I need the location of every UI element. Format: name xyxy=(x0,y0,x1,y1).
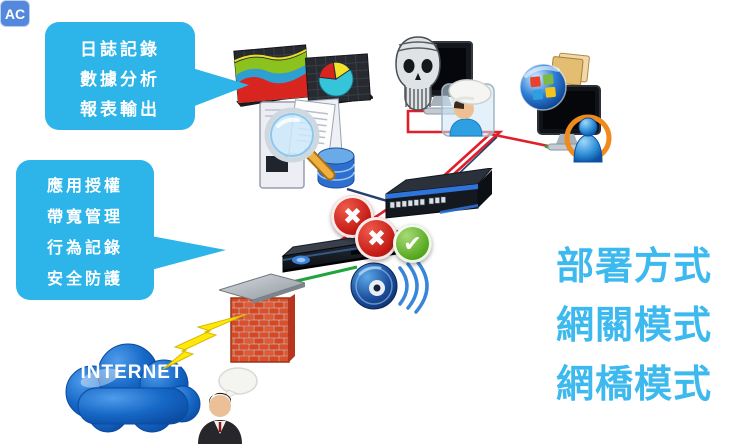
headline-line: 網關模式 xyxy=(556,305,713,347)
callout-logging: 日誌記錄 數據分析 報表輸出 xyxy=(45,22,249,130)
ac-badge: AC xyxy=(0,0,30,27)
callout-line: 數據分析 xyxy=(80,70,160,89)
check-glyph: ✔ xyxy=(403,230,422,256)
internet-cloud-icon: INTERNET xyxy=(56,330,208,434)
callout-line: 日誌記錄 xyxy=(80,40,160,59)
capped-user-avatar-icon xyxy=(438,78,498,140)
headline-line: 網橋模式 xyxy=(556,364,713,406)
msn-user-icon xyxy=(564,114,612,163)
ac-label: AC xyxy=(4,5,26,22)
block-x-icon: ✖ xyxy=(331,195,374,238)
area-chart-icon xyxy=(230,40,314,108)
headline-line: 部署方式 xyxy=(556,246,713,288)
callout-line: 帶寬管理 xyxy=(46,209,123,226)
windows-computer-icon xyxy=(508,50,640,165)
suited-person-icon xyxy=(194,366,266,446)
block-x-icon: ✖ xyxy=(355,217,398,260)
firewall-icon xyxy=(219,272,305,366)
allow-check-icon: ✔ xyxy=(393,224,432,263)
callout-tail xyxy=(151,236,226,270)
callout-tail xyxy=(192,68,249,107)
audit-search-icon xyxy=(252,92,356,192)
alarm-speaker-icon xyxy=(348,258,430,316)
pie-chart-icon xyxy=(303,50,373,108)
callout-line: 報表輸出 xyxy=(80,100,160,119)
callout-control: 應用授權 帶寬管理 行為記錄 安全防護 xyxy=(16,160,226,300)
x-glyph: ✖ xyxy=(366,225,387,251)
network-switch-icon xyxy=(382,168,494,232)
internet-label: INTERNET xyxy=(80,362,184,383)
callout-line: 安全防護 xyxy=(46,271,123,288)
callout-line: 行為記錄 xyxy=(46,240,123,257)
x-glyph: ✖ xyxy=(342,203,363,229)
callout-line: 應用授權 xyxy=(46,178,123,195)
headline: 部署方式 網關模式 網橋模式 xyxy=(556,248,712,425)
